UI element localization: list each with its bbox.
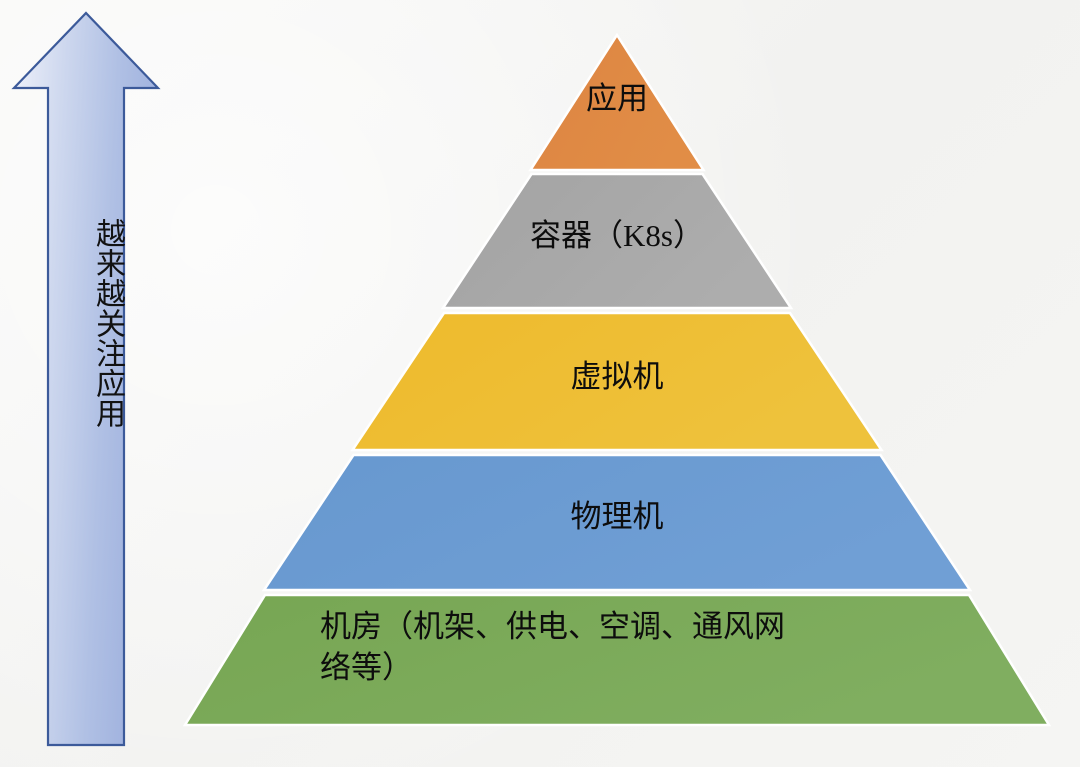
pyramid-layer-virtual-machine[interactable] [350,311,884,452]
upward-arrow-group[interactable]: 越来越关注应用 [8,8,178,753]
pyramid-layer-container[interactable] [440,172,794,310]
arrow-caption: 越来越关注应用 [91,218,124,428]
pyramid-layer-application[interactable] [528,32,706,172]
pyramid-layer-data-center[interactable] [182,593,1052,727]
upward-arrow-shape [11,11,161,747]
pyramid-layer-physical-machine[interactable] [261,453,973,592]
